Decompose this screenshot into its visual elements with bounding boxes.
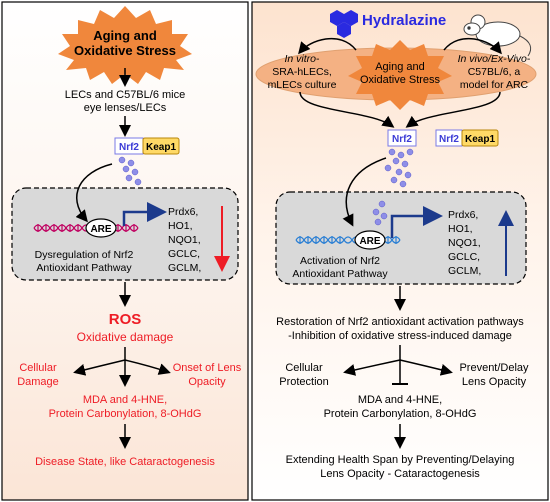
- left-gene-2: NQO1,: [168, 234, 201, 246]
- left-nrf2-dots: [118, 156, 142, 186]
- right-invivo-line1: In vivo/Ex-Vivo-: [458, 53, 531, 65]
- left-pathway-line2: Antioxidant Pathway: [36, 262, 132, 274]
- right-invitro-line2: SRA-hLECs,: [272, 66, 332, 78]
- left-mda-line1: MDA and 4-HNE,: [83, 394, 167, 406]
- mouse-icon: [463, 14, 532, 57]
- right-nrf2-label: Nrf2: [392, 134, 412, 145]
- left-panel: Aging and Oxidative Stress LECs and C57B…: [1, 1, 249, 501]
- right-gene-1: HO1,: [448, 223, 473, 235]
- right-stress-starburst: [348, 40, 452, 110]
- left-stress-starburst: [58, 6, 192, 84]
- right-branch-left: [343, 359, 401, 376]
- right-gene-4: GCLM,: [448, 265, 481, 277]
- right-curve-bottom-left: [299, 91, 395, 128]
- right-gene-3: GCLC,: [448, 251, 480, 263]
- left-gene-4: GCLM,: [168, 262, 201, 274]
- right-nrf2-dots: [384, 148, 414, 188]
- right-curve-top-right: [443, 37, 502, 55]
- right-invitro-line3: mLECs culture: [268, 79, 337, 91]
- right-curve-top-left: [298, 37, 357, 55]
- right-nrf2-keap-nrf2-label: Nrf2: [439, 134, 459, 145]
- right-gene-2: NQO1,: [448, 237, 481, 249]
- right-pathway-box: [275, 191, 527, 285]
- left-stress-line2: Oxidative Stress: [74, 43, 176, 58]
- right-are-label: ARE: [359, 236, 380, 247]
- left-lecs-line1: LECs and C57BL/6 mice: [65, 89, 185, 101]
- right-gene-0: Prdx6,: [448, 209, 478, 221]
- right-protect-line1: Cellular: [285, 362, 323, 374]
- left-lecs-line2: eye lenses/LECs: [84, 102, 167, 114]
- right-stress-line2: Oxidative Stress: [360, 74, 441, 86]
- right-invitro-line1a: In vitro: [284, 53, 316, 65]
- right-curve-bottom-right: [405, 91, 501, 128]
- right-stress-line1: Aging and: [375, 61, 425, 73]
- left-ox-damage: Oxidative damage: [77, 330, 174, 344]
- hydralazine-molecule-icon: [330, 10, 358, 38]
- left-cell-damage-line1: Cellular: [19, 362, 57, 374]
- left-gene-0: Prdx6,: [168, 206, 198, 218]
- right-branch-right: [399, 359, 453, 376]
- left-gene-3: GCLC,: [168, 248, 200, 260]
- left-branch-left: [73, 359, 126, 376]
- right-curve-arrow: [342, 157, 387, 227]
- left-keap1-box: [142, 137, 180, 155]
- right-invitro-line1: In vitro-: [284, 53, 320, 65]
- left-pathway-box: [11, 187, 239, 281]
- right-span-line2: Lens Opacity - Cataractogenesis: [320, 468, 480, 480]
- right-invivo-line3: model for ARC: [460, 79, 529, 91]
- right-prevent-line1: Prevent/Delay: [459, 362, 529, 374]
- left-dna: [33, 224, 139, 232]
- left-onset-line2: Opacity: [188, 376, 226, 388]
- right-keap1-box: [461, 129, 499, 147]
- left-transcription-arrow: [122, 202, 167, 226]
- right-keap1-label: Keap1: [465, 134, 495, 145]
- right-gene-list: Prdx6, HO1, NQO1, GCLC, GCLM,: [448, 209, 481, 277]
- right-pathway-line2: Antioxidant Pathway: [292, 268, 388, 280]
- left-ros: ROS: [109, 311, 142, 328]
- left-are-oval: [85, 218, 117, 238]
- right-are-oval: [354, 230, 386, 250]
- right-mda-line2: Protein Carbonylation, 8-OHdG: [324, 408, 477, 420]
- right-restore-line1: Restoration of Nrf2 antioxidant activati…: [276, 316, 524, 328]
- right-nuclear-dots: [372, 200, 388, 226]
- right-nrf2-box: [387, 129, 417, 147]
- left-branch-right: [124, 359, 171, 375]
- left-onset-line1: Onset of Lens: [173, 362, 242, 374]
- right-invivo-line2: C57BL/6, a: [468, 66, 521, 78]
- right-invivo-line1b: -: [527, 53, 531, 65]
- right-span-line1: Extending Health Span by Preventing/Dela…: [286, 454, 515, 466]
- left-nrf2-label: Nrf2: [119, 142, 139, 153]
- right-protect-line2: Protection: [279, 376, 329, 388]
- right-invivo-line1a: In vivo/Ex-Vivo: [458, 53, 527, 65]
- left-pathway-line1: Dysregulation of Nrf2: [35, 249, 134, 261]
- right-mda-line1: MDA and 4-HNE,: [358, 394, 442, 406]
- left-curve-arrow: [75, 163, 113, 223]
- left-gene-list: Prdx6, HO1, NQO1, GCLC, GCLM,: [168, 206, 201, 274]
- hydralazine-label: Hydralazine: [362, 12, 446, 29]
- left-keap1-label: Keap1: [146, 142, 176, 153]
- right-panel: Hydralazine Aging and Oxidative Stress I…: [251, 1, 549, 501]
- left-are-label: ARE: [90, 224, 111, 235]
- right-restore-line2: -Inhibition of oxidative stress-induced …: [288, 330, 512, 342]
- right-pathway-line1: Activation of Nrf2: [300, 255, 380, 267]
- left-disease: Disease State, like Cataractogenesis: [35, 456, 215, 468]
- right-transcription-arrow: [390, 206, 443, 238]
- right-invitro-line1b: -: [316, 53, 320, 65]
- right-prevent-line2: Lens Opacity: [462, 376, 527, 388]
- left-gene-1: HO1,: [168, 220, 193, 232]
- left-mda-line2: Protein Carbonylation, 8-OHdG: [49, 408, 202, 420]
- left-stress-line1: Aging and: [93, 28, 157, 43]
- left-cell-damage-line2: Damage: [17, 376, 59, 388]
